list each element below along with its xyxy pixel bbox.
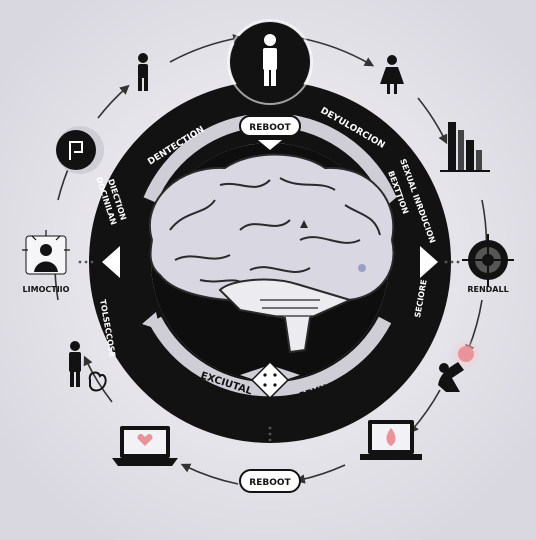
target-icon bbox=[462, 234, 514, 286]
laptop-icon bbox=[112, 426, 178, 466]
brain-icon bbox=[149, 153, 395, 354]
reboot-pill-top[interactable]: REBOOT bbox=[239, 115, 301, 137]
reboot-pill-bottom[interactable]: REBOOT bbox=[239, 469, 301, 493]
reboot-bottom-label: REBOOT bbox=[249, 478, 291, 488]
reboot-top-label: REBOOT bbox=[249, 123, 291, 133]
standing-person-icon bbox=[138, 53, 148, 91]
person-brain-icon bbox=[69, 341, 107, 392]
center-diamond bbox=[250, 360, 290, 400]
figure-ball-icon bbox=[438, 338, 482, 392]
side-pointers bbox=[102, 140, 438, 278]
person-icon bbox=[263, 34, 277, 86]
head-rays-icon bbox=[22, 230, 70, 275]
outer-right-label: RENDALL bbox=[467, 285, 508, 294]
outer-left-label: LIMOCTIIO bbox=[23, 285, 70, 294]
profile-icon bbox=[56, 126, 104, 174]
laptop-flame-icon bbox=[360, 420, 422, 460]
bar-chart-icon bbox=[440, 122, 490, 172]
pointer-dots bbox=[78, 260, 460, 442]
woman-icon bbox=[380, 55, 404, 94]
